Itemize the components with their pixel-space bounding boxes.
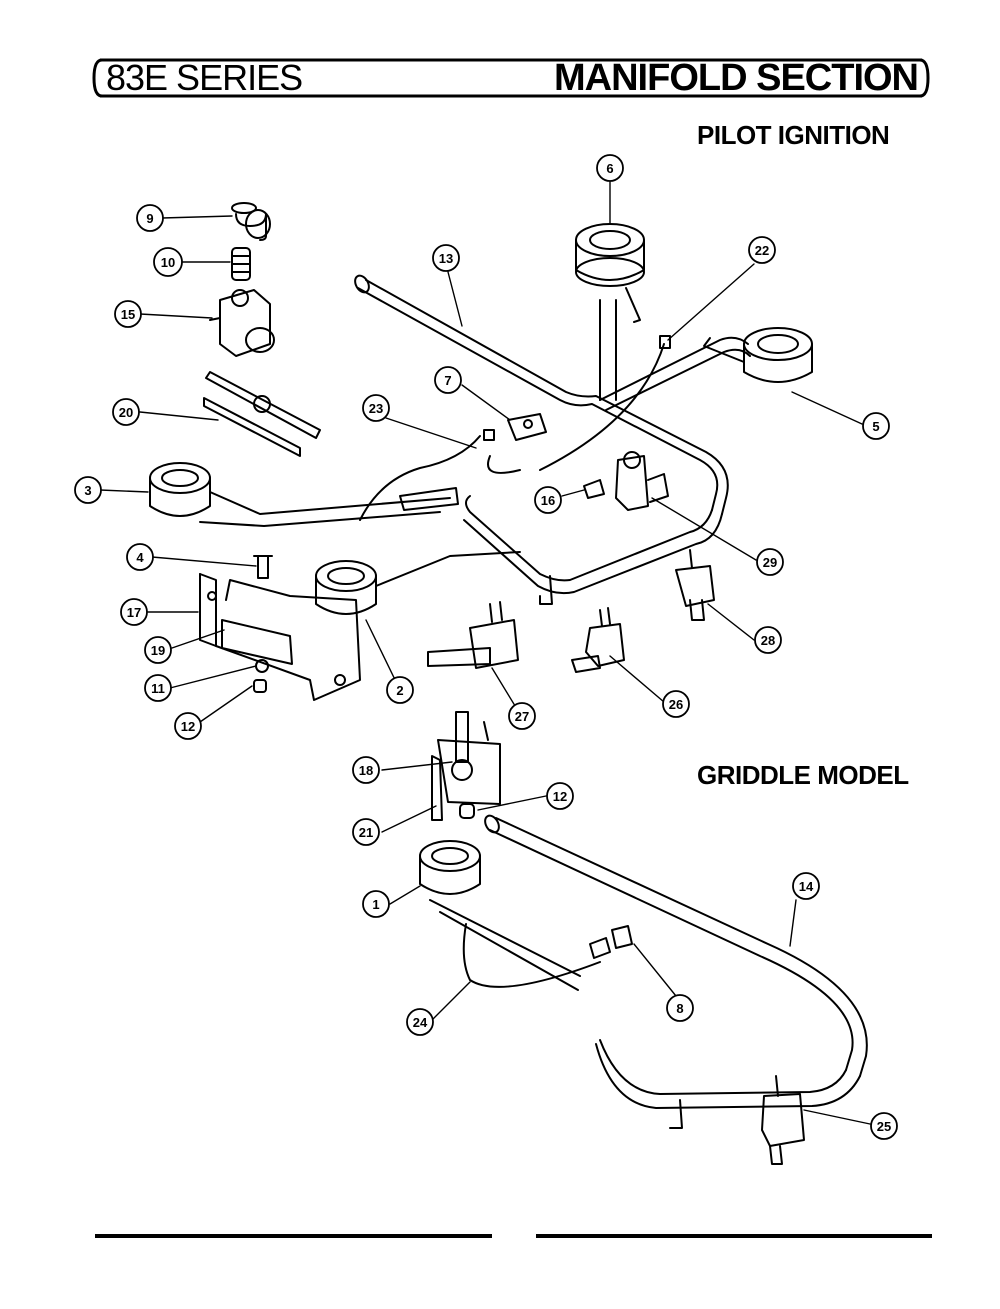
- callout-6: 6: [596, 154, 624, 182]
- callout-8: 8: [666, 994, 694, 1022]
- svg-text:14: 14: [799, 879, 814, 894]
- svg-text:5: 5: [872, 419, 879, 434]
- svg-text:26: 26: [669, 697, 683, 712]
- griddle-model-label: GRIDDLE MODEL: [697, 760, 909, 790]
- callout-15: 15: [114, 300, 142, 328]
- screw-4: [253, 555, 273, 579]
- callout-16: 16: [534, 486, 562, 514]
- callout-26: 26: [662, 690, 690, 718]
- svg-text:2: 2: [396, 683, 403, 698]
- burner-2: [315, 551, 521, 615]
- callout-27: 27: [508, 702, 536, 730]
- callout-1: 1: [362, 890, 390, 918]
- callout-17: 17: [120, 598, 148, 626]
- svg-text:16: 16: [541, 493, 555, 508]
- pilot-ignition-label: PILOT IGNITION: [697, 120, 890, 150]
- burner-5: [703, 327, 813, 383]
- valve-25: [761, 1075, 805, 1165]
- orifice-12-top: [253, 679, 267, 693]
- callout-10: 10: [153, 247, 183, 277]
- svg-text:22: 22: [755, 243, 769, 258]
- callout-25: 25: [870, 1112, 898, 1140]
- svg-text:3: 3: [84, 483, 91, 498]
- callout-7: 7: [434, 366, 462, 394]
- svg-text:4: 4: [136, 550, 144, 565]
- series-title: 83E SERIES: [106, 57, 303, 98]
- griddle-burner-1: [419, 840, 601, 991]
- burner-6: [575, 223, 645, 401]
- manifold-pipe-14: [484, 814, 868, 1129]
- valve-29: [615, 451, 669, 511]
- orifice-12-griddle: [459, 803, 475, 819]
- valve-27: [427, 601, 519, 669]
- svg-text:8: 8: [676, 1001, 683, 1016]
- title-bar-frame: [92, 58, 930, 98]
- section-title: MANIFOLD SECTION: [554, 57, 919, 99]
- pressure-regulator-15: [209, 289, 275, 357]
- svg-text:29: 29: [763, 555, 777, 570]
- bracket-21: [431, 755, 443, 821]
- svg-text:24: 24: [413, 1015, 428, 1030]
- svg-text:12: 12: [181, 719, 195, 734]
- svg-text:6: 6: [606, 161, 613, 176]
- manifold-pipe-13: [354, 274, 751, 595]
- bracket-19: [221, 619, 293, 665]
- valve-26: [571, 607, 625, 673]
- callout-19: 19: [144, 636, 172, 664]
- callout-28: 28: [754, 626, 782, 654]
- svg-text:27: 27: [515, 709, 529, 724]
- svg-text:11: 11: [151, 681, 165, 696]
- svg-text:13: 13: [439, 251, 453, 266]
- callout-12-griddle: 12: [546, 782, 574, 810]
- callout-20: 20: [112, 398, 140, 426]
- svg-text:21: 21: [359, 825, 373, 840]
- elbow-fitting-9: [231, 202, 271, 241]
- callout-3: 3: [74, 476, 102, 504]
- svg-text:7: 7: [444, 373, 451, 388]
- callout-21: 21: [352, 818, 380, 846]
- pilot-tube-23: [359, 429, 521, 521]
- bracket-18: [437, 711, 501, 805]
- callout-5: 5: [862, 412, 890, 440]
- bracket-assembly-20: [203, 371, 321, 457]
- svg-text:15: 15: [121, 307, 135, 322]
- pilot-tube-22: [539, 335, 671, 471]
- svg-text:25: 25: [877, 1119, 891, 1134]
- callout-24: 24: [406, 1008, 434, 1036]
- callout-23: 23: [362, 394, 390, 422]
- svg-text:17: 17: [127, 605, 141, 620]
- callout-12-bracket: 12: [174, 712, 202, 740]
- svg-text:10: 10: [161, 255, 175, 270]
- bracket-17: [199, 573, 361, 701]
- callout-22: 22: [748, 236, 776, 264]
- svg-text:9: 9: [146, 211, 153, 226]
- callout-4: 4: [126, 543, 154, 571]
- callout-18: 18: [352, 756, 380, 784]
- leg-bracket: [539, 575, 553, 605]
- svg-text:18: 18: [359, 763, 373, 778]
- fitting-8: [589, 925, 633, 959]
- valve-28: [675, 549, 715, 621]
- tee-fitting-7: [507, 413, 547, 441]
- leader-lines: [99, 181, 871, 1125]
- callout-14: 14: [792, 872, 820, 900]
- callout-29: 29: [756, 548, 784, 576]
- callout-9: 9: [136, 204, 164, 232]
- svg-text:28: 28: [761, 633, 775, 648]
- svg-text:19: 19: [151, 643, 165, 658]
- svg-text:12: 12: [553, 789, 567, 804]
- svg-text:1: 1: [372, 897, 379, 912]
- screw-16: [583, 479, 605, 499]
- svg-text:20: 20: [119, 405, 133, 420]
- callout-11: 11: [144, 674, 172, 702]
- callout-13: 13: [432, 244, 460, 272]
- burner-3: [149, 462, 451, 527]
- callout-2: 2: [386, 676, 414, 704]
- nipple-10: [231, 247, 251, 281]
- svg-text:23: 23: [369, 401, 383, 416]
